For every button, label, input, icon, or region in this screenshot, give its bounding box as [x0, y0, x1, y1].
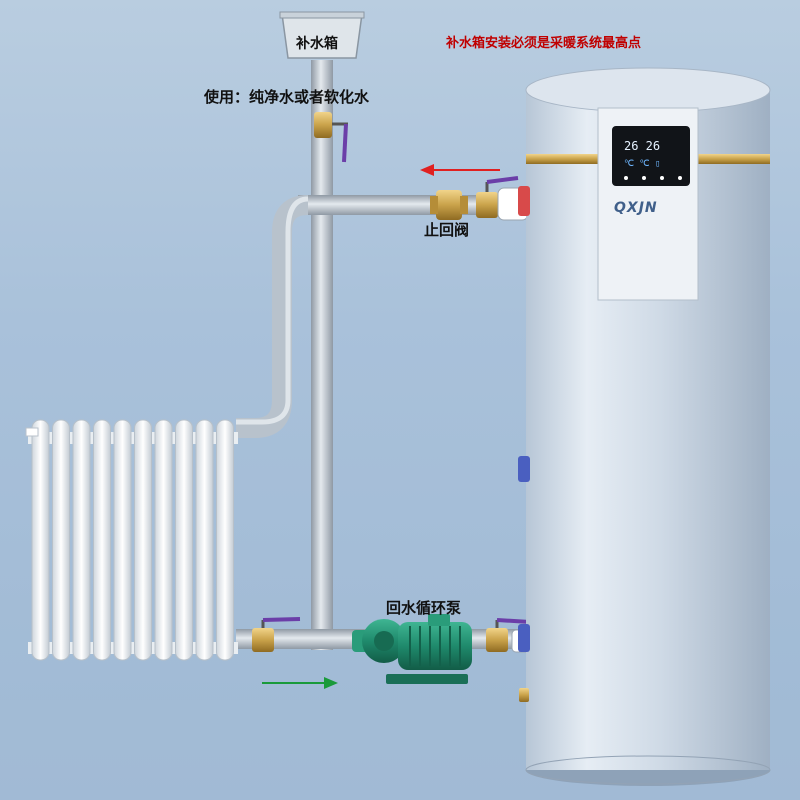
makeup-tank-label: 补水箱 [296, 36, 338, 52]
radiator-fin [31, 419, 50, 661]
check-valve [430, 190, 468, 220]
radiator-fin [154, 419, 173, 661]
radiator-supply-pipe [236, 195, 309, 438]
radiator-fin [195, 419, 214, 661]
installation-warning: 补水箱安装必须是采暖系统最高点 [446, 36, 642, 51]
brand-logo-text: QXJN [614, 200, 658, 216]
radiator-fin [175, 419, 193, 661]
radiator-fin [52, 419, 70, 661]
svg-text:℃ ℃ ▯: ℃ ℃ ▯ [624, 159, 660, 169]
arrow-right-icon [262, 677, 338, 689]
makeup-water-tank [279, 11, 365, 59]
radiator [25, 419, 238, 661]
feed-pipe [311, 60, 333, 650]
radiator-fin [134, 419, 152, 661]
radiator-fin [113, 419, 132, 661]
radiator-fin [93, 419, 111, 661]
circulation-pump [352, 614, 472, 684]
control-display-icon [612, 126, 690, 186]
water-usage-note: 使用：纯净水或者软化水 [204, 88, 370, 106]
radiator-return-valve [252, 617, 301, 652]
radiator-fin [72, 419, 91, 661]
supply-pipe [298, 195, 530, 215]
pump-label: 回水循环泵 [386, 599, 462, 617]
control-panel: 26 26 ℃ ℃ ▯ [597, 107, 699, 301]
radiator-fin [216, 419, 234, 661]
arrow-left-icon [420, 164, 500, 176]
check-valve-label: 止回阀 [424, 221, 470, 239]
inlet-ball-valve [314, 112, 348, 163]
svg-text:26 26: 26 26 [624, 139, 660, 153]
